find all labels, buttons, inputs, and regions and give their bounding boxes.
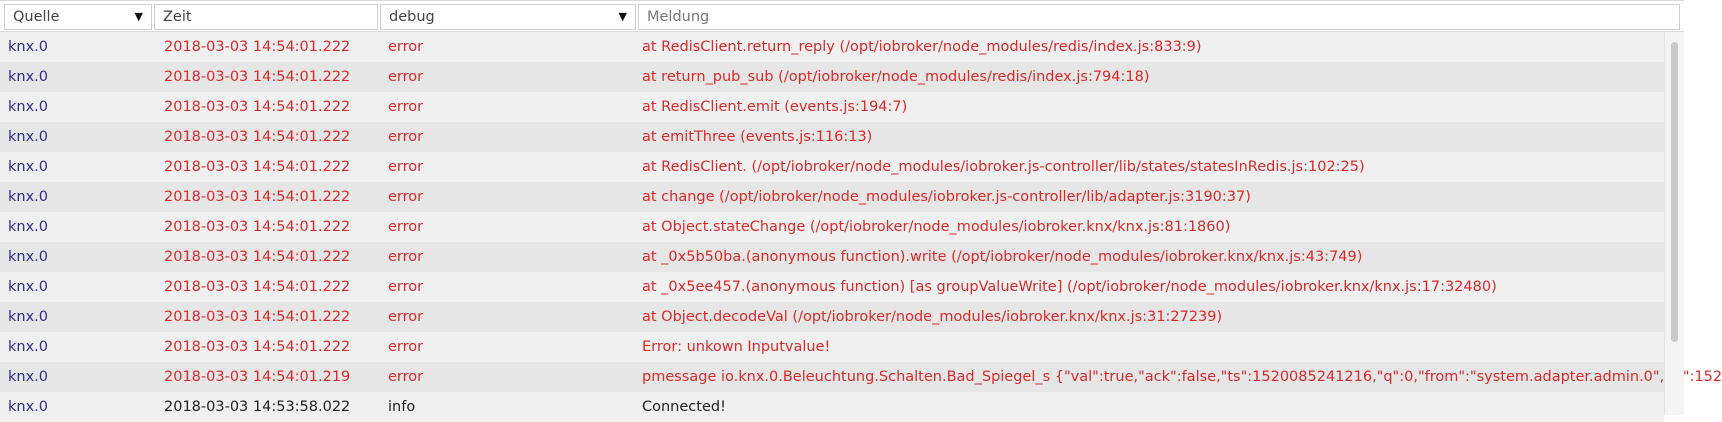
log-time: 2018-03-03 14:54:01.222 <box>164 69 351 85</box>
log-message: at Object.stateChange (/opt/iobroker/nod… <box>642 219 1231 235</box>
log-source: knx.0 <box>8 189 49 205</box>
log-source: knx.0 <box>8 39 49 55</box>
source-filter-select[interactable]: Quelle ▼ <box>4 4 152 30</box>
log-row: knx.0 2018-03-03 14:54:01.222 error Error: … <box>0 332 1664 362</box>
vertical-scrollbar[interactable] <box>1664 32 1684 415</box>
log-time: 2018-03-03 14:54:01.222 <box>164 99 351 115</box>
log-row: knx.0 2018-03-03 14:54:01.222 error at _0x5… <box>0 242 1664 272</box>
message-filter-placeholder: Meldung <box>647 9 710 25</box>
log-source: knx.0 <box>8 399 49 415</box>
log-row: knx.0 2018-03-03 14:54:01.222 error at Redi… <box>0 32 1664 62</box>
level-filter-select[interactable]: debug ▼ <box>380 4 636 30</box>
log-time: 2018-03-03 14:54:01.222 <box>164 339 351 355</box>
caret-down-icon: ▼ <box>618 9 627 23</box>
log-message: at change (/opt/iobroker/node_modules/io… <box>642 189 1251 205</box>
log-time: 2018-03-03 14:54:01.222 <box>164 309 351 325</box>
log-source: knx.0 <box>8 309 49 325</box>
caret-down-icon: ▼ <box>134 9 143 23</box>
log-time: 2018-03-03 14:54:01.222 <box>164 279 351 295</box>
log-time: 2018-03-03 14:54:01.219 <box>164 369 351 385</box>
log-row: knx.0 2018-03-03 14:54:01.222 error at emit… <box>0 122 1664 152</box>
time-filter-input[interactable]: Zeit <box>154 4 378 30</box>
message-filter-input[interactable]: Meldung <box>638 4 1680 30</box>
scrollbar-thumb[interactable] <box>1671 42 1678 342</box>
log-row: knx.0 2018-03-03 14:54:01.222 error at _0x5… <box>0 272 1664 302</box>
log-level: error <box>388 369 424 385</box>
log-time: 2018-03-03 14:54:01.222 <box>164 219 351 235</box>
log-table-body: knx.0 2018-03-03 14:54:01.222 error at Redi… <box>0 32 1722 422</box>
log-source: knx.0 <box>8 369 49 385</box>
log-level: error <box>388 339 424 355</box>
level-filter-label: debug <box>389 9 435 25</box>
log-message: at RedisClient.emit (events.js:194:7) <box>642 99 908 115</box>
log-level: info <box>388 399 416 415</box>
log-message: pmessage io.knx.0.Beleuchtung.Schalten.B… <box>642 369 1722 385</box>
log-row: knx.0 2018-03-03 14:54:01.222 error at Redi… <box>0 152 1664 182</box>
log-filter-header: Quelle ▼ Zeit debug ▼ Meldung <box>0 0 1684 32</box>
log-level: error <box>388 189 424 205</box>
log-time: 2018-03-03 14:54:01.222 <box>164 249 351 265</box>
log-source: knx.0 <box>8 69 49 85</box>
log-message: at RedisClient.return_reply (/opt/iobrok… <box>642 39 1202 55</box>
log-source: knx.0 <box>8 249 49 265</box>
log-row: knx.0 2018-03-03 14:54:01.222 error at Obje… <box>0 302 1664 332</box>
log-message: at _0x5ee457.(anonymous function) [as gr… <box>642 279 1497 295</box>
log-message: at RedisClient. (/opt/iobroker/node_modu… <box>642 159 1365 175</box>
log-level: error <box>388 69 424 85</box>
log-row: knx.0 2018-03-03 14:54:01.222 error at Redi… <box>0 92 1664 122</box>
time-filter-label: Zeit <box>163 9 192 25</box>
log-message: at Object.decodeVal (/opt/iobroker/node_… <box>642 309 1223 325</box>
log-message: at _0x5b50ba.(anonymous function).write … <box>642 249 1363 265</box>
log-time: 2018-03-03 14:54:01.222 <box>164 39 351 55</box>
log-row: knx.0 2018-03-03 14:54:01.222 error at chan… <box>0 182 1664 212</box>
log-level: error <box>388 129 424 145</box>
log-message: at return_pub_sub (/opt/iobroker/node_mo… <box>642 69 1150 85</box>
log-level: error <box>388 219 424 235</box>
log-level: error <box>388 159 424 175</box>
log-time: 2018-03-03 14:54:01.222 <box>164 189 351 205</box>
log-row: knx.0 2018-03-03 14:54:01.222 error at retu… <box>0 62 1664 92</box>
log-source: knx.0 <box>8 279 49 295</box>
log-time: 2018-03-03 14:54:01.222 <box>164 129 351 145</box>
log-row: knx.0 2018-03-03 14:54:01.219 error pmessag… <box>0 362 1722 392</box>
log-level: error <box>388 249 424 265</box>
log-row: knx.0 2018-03-03 14:53:58.022 info Connecte… <box>0 392 1664 422</box>
log-time: 2018-03-03 14:53:58.022 <box>164 399 351 415</box>
log-message: at emitThree (events.js:116:13) <box>642 129 873 145</box>
log-message: Error: unkown Inputvalue! <box>642 339 831 355</box>
log-source: knx.0 <box>8 129 49 145</box>
log-source: knx.0 <box>8 159 49 175</box>
log-time: 2018-03-03 14:54:01.222 <box>164 159 351 175</box>
source-filter-label: Quelle <box>13 9 60 25</box>
log-source: knx.0 <box>8 339 49 355</box>
log-level: error <box>388 39 424 55</box>
log-source: knx.0 <box>8 99 49 115</box>
log-level: error <box>388 309 424 325</box>
log-message: Connected! <box>642 399 726 415</box>
log-level: error <box>388 279 424 295</box>
log-row: knx.0 2018-03-03 14:54:01.222 error at Obje… <box>0 212 1664 242</box>
log-level: error <box>388 99 424 115</box>
log-source: knx.0 <box>8 219 49 235</box>
